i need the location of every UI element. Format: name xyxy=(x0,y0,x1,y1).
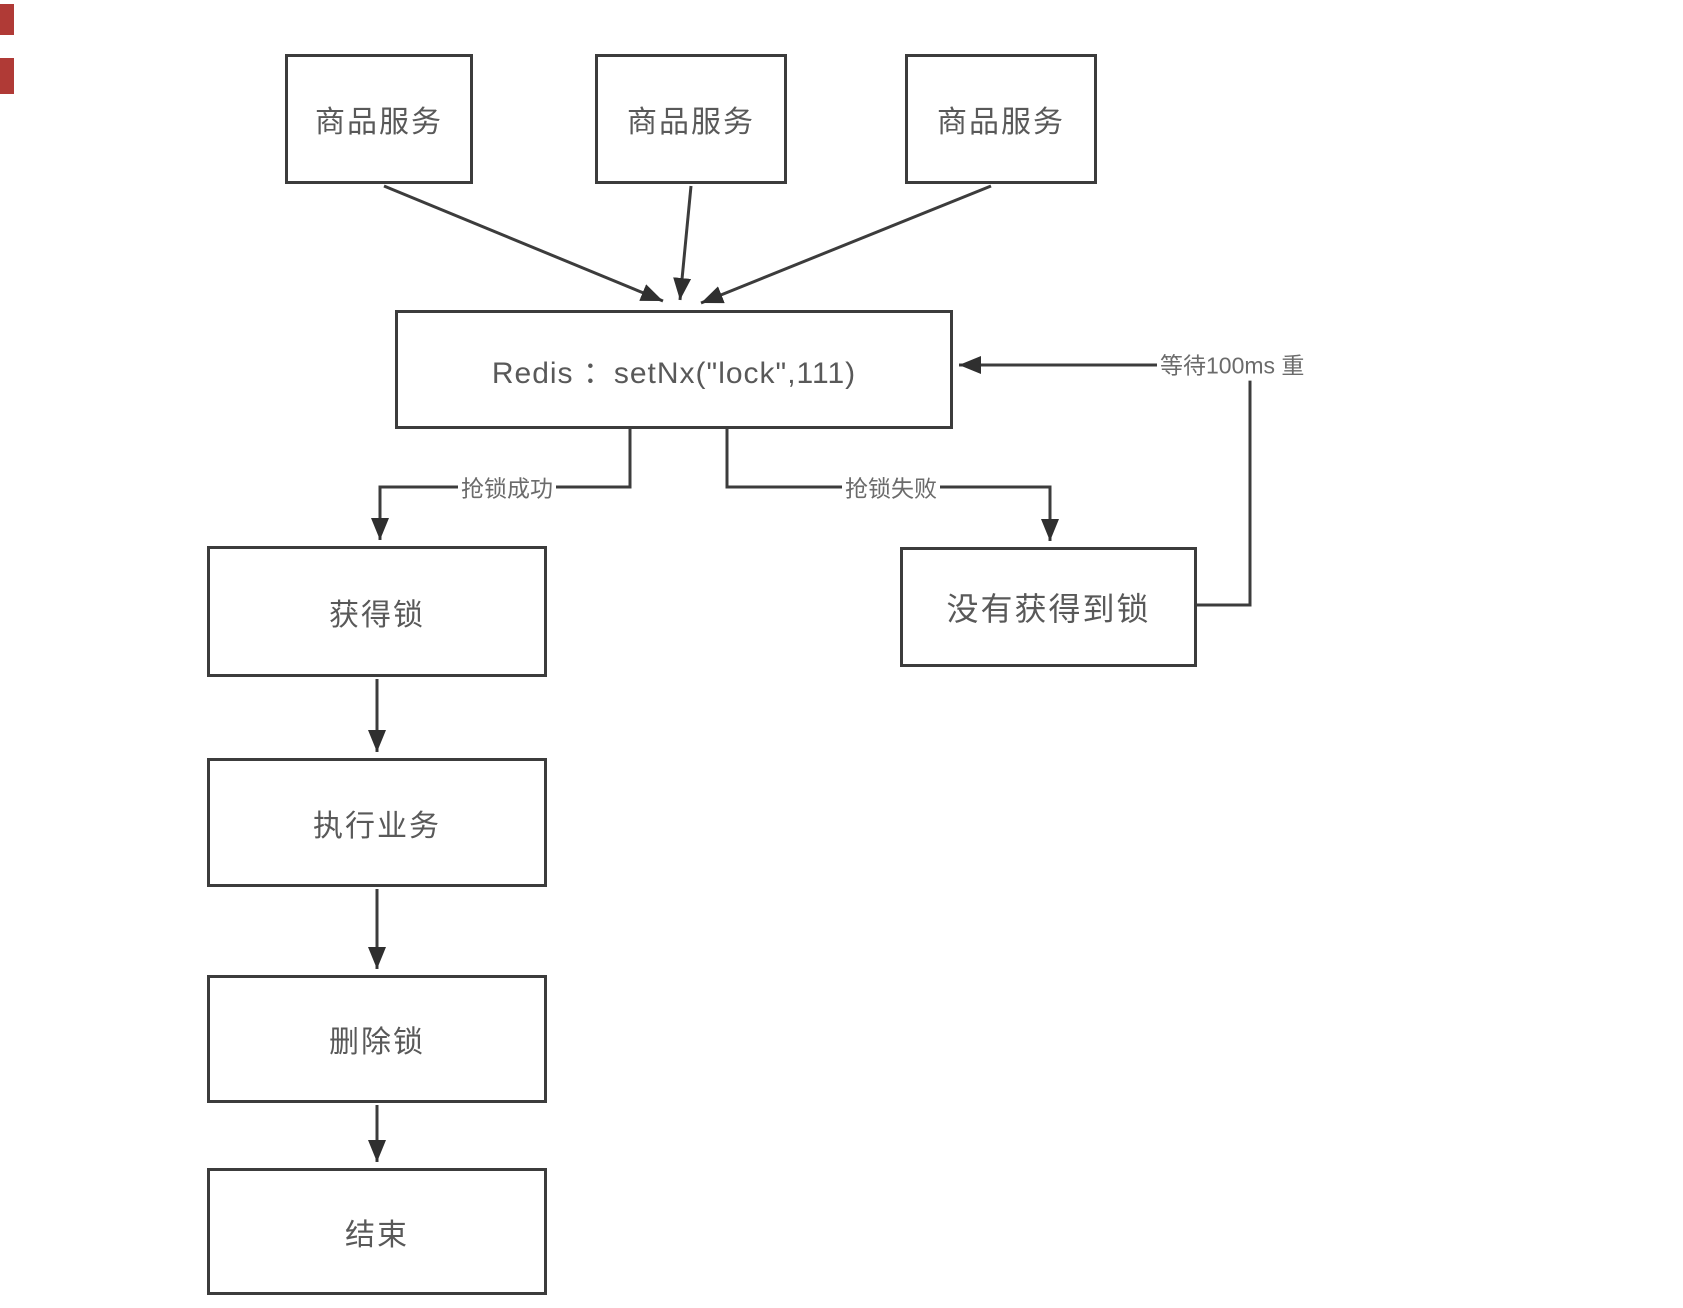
screen-edge-artifact xyxy=(0,4,14,35)
node-product-service-2: 商品服务 xyxy=(595,54,787,184)
edge-service2-to-redis xyxy=(673,185,693,301)
edge-service1-to-redis xyxy=(383,184,664,303)
edge-label-lock-fail: 抢锁失败 xyxy=(842,474,940,504)
edge-label-lock-success: 抢锁成功 xyxy=(458,474,556,504)
node-delete-lock: 删除锁 xyxy=(207,975,547,1103)
edge-label-retry-wait: 等待100ms 重 xyxy=(1157,351,1308,381)
node-execute-business: 执行业务 xyxy=(207,758,547,887)
edge-service3-to-redis xyxy=(700,184,992,305)
node-lock-acquired: 获得锁 xyxy=(207,546,547,677)
node-product-service-1: 商品服务 xyxy=(285,54,473,184)
node-redis-setnx: Redis ：setNx("lock",111) xyxy=(395,310,953,429)
node-end: 结束 xyxy=(207,1168,547,1295)
edge-retry-back-to-redis xyxy=(959,356,1252,607)
node-product-service-3: 商品服务 xyxy=(905,54,1097,184)
screen-edge-artifact xyxy=(0,58,14,94)
node-lock-not-acquired: 没有获得到锁 xyxy=(900,547,1197,667)
